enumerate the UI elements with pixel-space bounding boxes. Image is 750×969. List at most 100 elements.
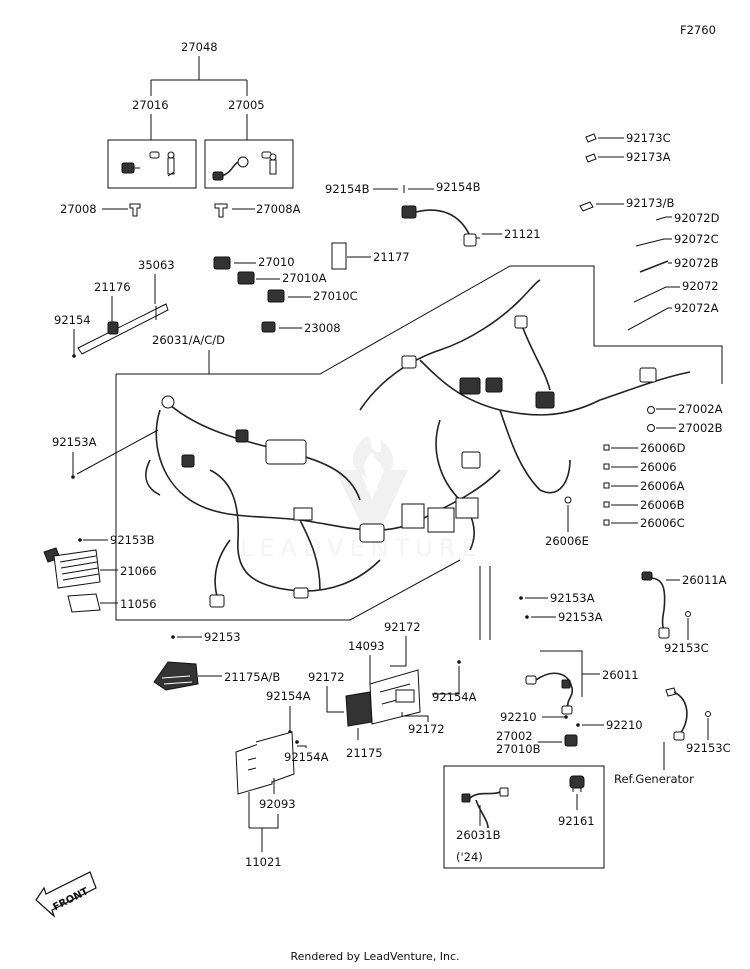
bolt-92210-r-dot: [576, 723, 580, 727]
label-26006: 26006: [640, 460, 677, 474]
harness-26031B-part: [461, 787, 509, 829]
label-23008: 23008: [304, 321, 341, 335]
label-92153B: 92153B: [110, 533, 155, 547]
label-92154B-left: 92154B: [325, 182, 370, 196]
label-11021: 11021: [245, 855, 282, 869]
label-92154A-left: 92154A: [266, 689, 311, 703]
label-92172-left: 92172: [308, 670, 345, 684]
label-92153C-1: 92153C: [664, 641, 709, 655]
bolt-92154-dot: [72, 354, 76, 358]
label-27002B: 27002B: [678, 421, 723, 435]
label-92154A-bottom: 92154A: [284, 750, 329, 764]
fuse-26006C-part: [603, 519, 610, 526]
fuse-26006D-part: [603, 444, 610, 451]
label-27002: 27002: [496, 729, 533, 743]
cable-26011A-part: [641, 571, 670, 639]
label-92172-top: 92172: [384, 620, 421, 634]
switch-27016-part: [121, 151, 175, 177]
clamp-92173A-part: [585, 153, 597, 163]
bolt-92154A-r-dot: [457, 660, 461, 664]
label-92072D: 92072D: [674, 211, 720, 225]
label-year-note: ('24): [456, 850, 483, 864]
fuse-26006B-part: [603, 501, 610, 508]
label-26011: 26011: [602, 668, 639, 682]
label-92153C-2: 92153C: [686, 741, 731, 755]
label-92072: 92072: [682, 279, 719, 293]
generator-cable-part: [665, 687, 688, 741]
label-21177: 21177: [373, 250, 410, 264]
plate-11056-part: [67, 593, 101, 613]
switch-27005-part: [212, 151, 277, 181]
bolt-92154A-b-dot: [295, 740, 299, 744]
label-26011A: 26011A: [682, 573, 727, 587]
label-92172-bottom: 92172: [408, 722, 445, 736]
bracket-14093-part: [369, 669, 421, 725]
clip-27008A-part: [214, 203, 228, 218]
bolt-92153C-2-part: [705, 711, 711, 717]
label-92173C: 92173C: [626, 131, 671, 145]
label-27010A: 27010A: [282, 271, 327, 285]
tie-92072-part: [633, 286, 680, 303]
switch-23008-part: [261, 321, 276, 333]
label-26006A: 26006A: [640, 479, 685, 493]
module-21177-part: [331, 242, 347, 270]
label-92154A-right: 92154A: [432, 690, 477, 704]
figure-code: F2760: [680, 23, 716, 37]
harness-26011-part: [525, 672, 574, 715]
label-26031B: 26031B: [456, 828, 501, 842]
label-27002A: 27002A: [678, 402, 723, 416]
label-26006C: 26006C: [640, 516, 685, 530]
label-27048: 27048: [181, 40, 218, 54]
label-21175AB: 21175A/B: [224, 670, 280, 684]
grommet-27002B-part: [647, 424, 655, 432]
label-92154: 92154: [54, 313, 91, 327]
clip-27008-part: [129, 203, 141, 217]
tie-92072B-part: [639, 260, 669, 273]
regulator-21066-part: [43, 547, 101, 589]
bolt-92153A-r2-dot: [525, 615, 529, 619]
year-2024-box: [443, 765, 605, 869]
label-11056: 11056: [120, 597, 157, 611]
label-92072B: 92072B: [674, 256, 719, 270]
bracket-35063-part: [77, 303, 169, 355]
bolt-92153A-r1-dot: [519, 596, 523, 600]
label-92153A-right-2: 92153A: [558, 610, 603, 624]
bolt-92153C-1-part: [685, 611, 691, 617]
bolt-92153-dot: [171, 635, 175, 639]
label-14093: 14093: [348, 639, 385, 653]
label-26031ACD: 26031/A/C/D: [152, 333, 225, 347]
label-35063: 35063: [138, 258, 175, 272]
relay-27010C-part: [267, 289, 285, 303]
label-27008: 27008: [60, 202, 97, 216]
label-92210-right: 92210: [606, 718, 643, 732]
tie-92072C-part: [635, 238, 672, 247]
label-27008A: 27008A: [256, 202, 301, 216]
label-21121: 21121: [504, 227, 541, 241]
relay-27010-part: [213, 256, 231, 270]
label-92210-left: 92210: [500, 710, 537, 724]
switch-kit-box-27016: [107, 139, 197, 189]
tie-92072D-part: [655, 216, 672, 221]
fuse-26006E-part: [564, 496, 572, 504]
bolt-92153A-left-dot: [71, 475, 75, 479]
bolt-92153B-dot: [78, 538, 82, 542]
switch-kit-box-27005: [204, 139, 294, 189]
label-26006B: 26006B: [640, 498, 685, 512]
label-92153A-right-1: 92153A: [550, 591, 595, 605]
bolt-92210-l-dot: [564, 715, 568, 719]
label-21175: 21175: [346, 746, 383, 760]
label-92153: 92153: [204, 630, 241, 644]
fuse-26006-part: [603, 463, 610, 470]
footer-credit: Rendered by LeadVenture, Inc.: [290, 950, 460, 963]
tie-92072A-part: [627, 307, 672, 331]
label-21176: 21176: [94, 280, 131, 294]
main-harness-26031-part: [145, 279, 691, 608]
svg-text:LEADVENTURE: LEADVENTURE: [240, 534, 483, 562]
label-26006D: 26006D: [640, 441, 686, 455]
label-27005: 27005: [228, 98, 265, 112]
leadventure-watermark: LEADVENTURE: [240, 436, 483, 562]
label-27016: 27016: [132, 98, 169, 112]
front-direction-arrow: FRONT: [35, 871, 97, 918]
grommet-27002A-part: [647, 406, 655, 414]
